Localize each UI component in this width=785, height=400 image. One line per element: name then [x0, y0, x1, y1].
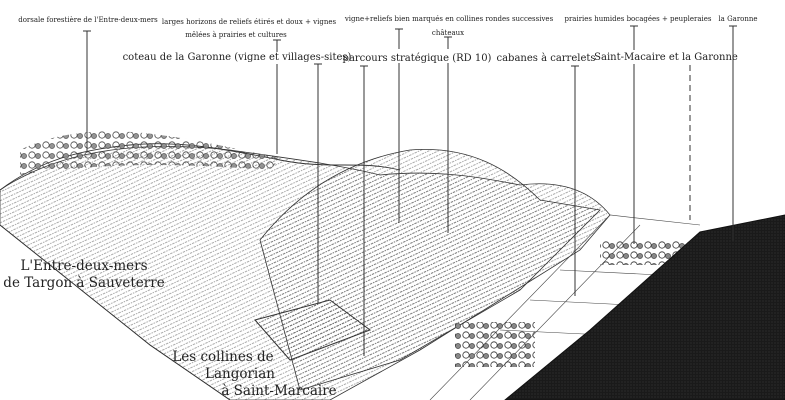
river-garonne: [504, 214, 785, 400]
label-cabanes: cabanes à carrelets: [496, 53, 596, 64]
label-garonne: la Garonne: [718, 15, 758, 23]
region-entre-deux-mers: L'Entre-deux-mers: [20, 258, 148, 274]
label-saint-macaire: Saint-Macaire et la Garonne: [594, 52, 738, 63]
label-dorsale: dorsale forestière de l'Entre-deux-mers: [18, 16, 158, 24]
label-parcours: parcours stratégique (RD 10): [342, 53, 492, 64]
label-chateaux: châteaux: [431, 29, 465, 37]
region-collines-3: à Saint-Marcaire: [221, 383, 337, 399]
label-larges-horizons: larges horizons de reliefs étirés et dou…: [161, 18, 337, 26]
label-vigne-reliefs: vigne+reliefs bien marqués en collines r…: [344, 15, 554, 23]
region-entre-deux-mers-2: de Targon à Sauveterre: [3, 275, 165, 291]
region-collines: Les collines de: [172, 349, 274, 365]
hills: [0, 131, 611, 400]
label-larges-horizons-2: mêlées à prairies et cultures: [185, 31, 287, 39]
leader-lines: [83, 25, 737, 356]
label-prairies: prairies humides bocagées + peupleraies: [564, 15, 712, 23]
region-collines-2: Langorian: [205, 366, 275, 382]
valley-plain: [429, 214, 701, 400]
label-coteau: coteau de la Garonne (vigne et villages-…: [122, 52, 352, 63]
